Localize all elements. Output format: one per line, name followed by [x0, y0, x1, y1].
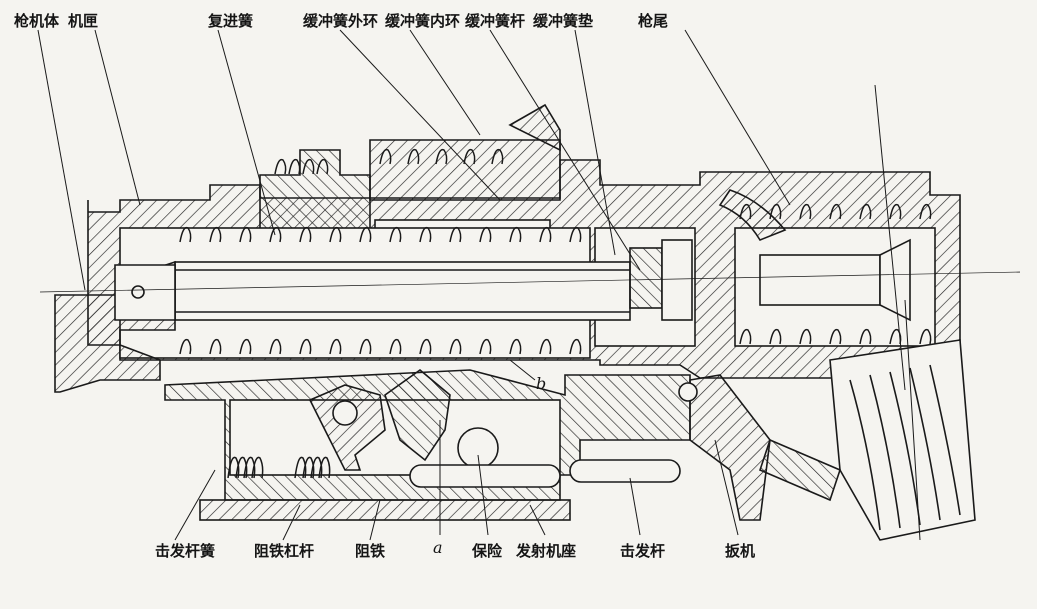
recoil-spring-coil [299, 338, 312, 355]
recoil-spring-coil [239, 338, 252, 355]
sear-lever [308, 384, 386, 471]
buffer-ring-coil [491, 148, 504, 165]
buffer-spring-coil [739, 328, 752, 345]
buffer-spring-coil [919, 328, 932, 345]
sight-spring-coil [288, 158, 301, 175]
trigger [689, 374, 771, 521]
buffer-spring-coil [829, 203, 842, 220]
buffer-ring-coil [463, 148, 476, 165]
recoil-spring-coil [389, 338, 402, 355]
trigger-base [199, 499, 571, 521]
recoil-spring-coil [359, 226, 372, 243]
buffer-spring-coil [889, 328, 902, 345]
label-point-b: b [536, 374, 547, 393]
label-trigger: 扳机 [725, 542, 756, 560]
label-bolt-body: 枪机体 [14, 12, 60, 30]
firing-lever-spring-coil [235, 456, 248, 479]
recoil-spring-coil [449, 226, 462, 243]
sight-spring-coil [316, 158, 329, 175]
buffer-spring-coil [919, 203, 932, 220]
buffer-spring-coil [799, 203, 812, 220]
sight-spring-coil [302, 158, 315, 175]
recoil-spring-coil [539, 226, 552, 243]
label-buffer-pad: 缓冲簧垫 [533, 12, 594, 30]
buffer-spring-coil [769, 203, 782, 220]
pistol-grip [829, 339, 976, 541]
buffer-rod [629, 247, 663, 309]
recoil-spring-coil [479, 338, 492, 355]
sear-lever-spring-coil [310, 456, 323, 479]
recoil-spring-coil [239, 226, 252, 243]
recoil-spring-coil [539, 338, 552, 355]
buffer-ring-coil [435, 148, 448, 165]
label-butt: 枪尾 [638, 12, 669, 30]
buffer-spring-coil [829, 328, 842, 345]
recoil-spring-coil [479, 226, 492, 243]
label-firing-lever: 击发杆 [620, 542, 666, 560]
label-buffer-inner-ring: 缓冲簧内环 [385, 12, 461, 30]
sear-lever-spring-coil [302, 456, 315, 479]
recoil-spring-coil [329, 226, 342, 243]
buffer-spring-coil [889, 203, 902, 220]
buffer-spring-coil [769, 328, 782, 345]
buffer-ring-coil [379, 148, 392, 165]
recoil-spring-coil [269, 226, 282, 243]
firing-lever-spring-coil [243, 456, 256, 479]
buffer-ring-coil [407, 148, 420, 165]
recoil-spring-coil [389, 226, 402, 243]
recoil-spring-coil [359, 338, 372, 355]
label-buffer-rod: 缓冲簧杆 [465, 12, 526, 30]
sight-spring-coil [274, 158, 287, 175]
butt-plug [759, 254, 881, 306]
label-point-a: a [433, 538, 443, 557]
label-safety: 保险 [472, 542, 503, 560]
recoil-spring-coil [419, 338, 432, 355]
recoil-spring-coil [569, 226, 582, 243]
recoil-spring-coil [569, 338, 582, 355]
label-recoil-spring: 复进簧 [208, 12, 254, 30]
recoil-spring-coil [299, 226, 312, 243]
sear [384, 368, 451, 462]
recoil-spring-coil [209, 226, 222, 243]
recoil-spring-coil [269, 338, 282, 355]
recoil-spring-coil [509, 226, 522, 243]
buffer-spring-coil [859, 328, 872, 345]
recoil-spring-coil [329, 338, 342, 355]
label-sear-lever: 阻铁杠杆 [254, 542, 315, 560]
label-trigger-base: 发射机座 [516, 542, 577, 560]
safety [457, 427, 499, 469]
label-sear: 阻铁 [355, 542, 386, 560]
recoil-spring-coil [509, 338, 522, 355]
firing-lever-spring-coil [227, 456, 240, 479]
firing-lever-spring-coil [251, 456, 264, 479]
leader-lines [37, 29, 921, 541]
recoil-spring-coil [179, 226, 192, 243]
sear-lever-spring-coil [294, 456, 307, 479]
label-buffer-outer-ring: 缓冲簧外环 [303, 12, 379, 30]
recoil-spring-coil [419, 226, 432, 243]
recoil-spring-coil [449, 338, 462, 355]
buffer-spring-coil [799, 328, 812, 345]
label-firing-lever-spring: 击发杆簧 [155, 542, 216, 560]
label-receiver: 机匣 [68, 12, 99, 30]
sear-lever-spring-coil [318, 456, 331, 479]
buffer-housing [369, 139, 561, 201]
recoil-spring-coil [209, 338, 222, 355]
recoil-spring-coil [179, 338, 192, 355]
buffer-spring-coil [859, 203, 872, 220]
